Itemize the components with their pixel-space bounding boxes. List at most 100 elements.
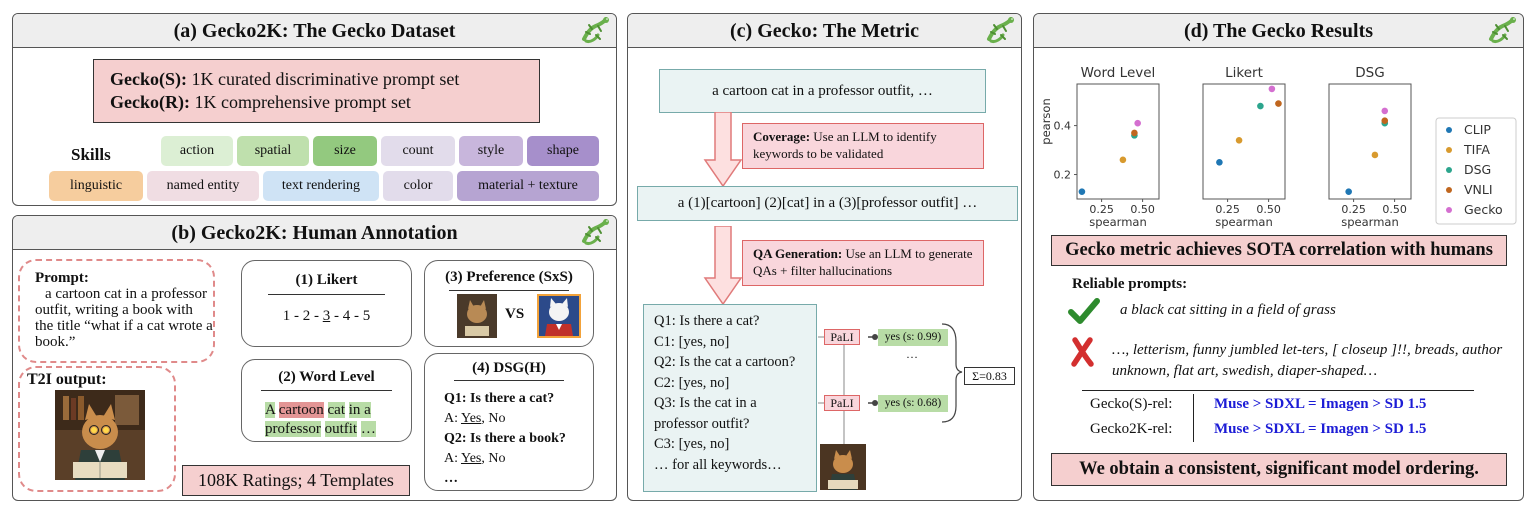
likert-title: (1) Likert: [295, 272, 358, 288]
score-1: yes (s: 0.99): [878, 329, 948, 346]
preference-image-right: [537, 294, 581, 338]
legend-marker-dsg: [1446, 167, 1452, 173]
subplot-frame: [1076, 83, 1160, 200]
x-tick-label: 0.50: [1256, 203, 1281, 216]
gecko-icon: [582, 17, 610, 44]
qa-more: … for all keywords…: [654, 456, 782, 473]
dsg-a2-yes: Yes: [460, 451, 482, 466]
x-axis-label: spearman: [1089, 215, 1146, 229]
dsg-a2: A: Yes, No: [444, 449, 566, 469]
panel-b: (b) Gecko2K: Human Annotation Prompt: a …: [12, 215, 617, 501]
gecko-s-label: Gecko(S):: [110, 69, 187, 89]
panel-a-title: (a) Gecko2K: The Gecko Dataset: [13, 14, 616, 48]
y-tick-label: 0.4: [1054, 120, 1072, 133]
keywords-box: a (1)[cartoon] (2)[cat] in a (3)[profess…: [637, 186, 1018, 221]
down-arrow-2: [703, 226, 743, 306]
subplot-title: DSG: [1355, 65, 1384, 81]
panel-c-title: (c) Gecko: The Metric: [628, 14, 1021, 48]
data-point-dsg: [1257, 102, 1264, 110]
dsg-divider: [454, 380, 564, 381]
likert-card: [241, 260, 412, 347]
word-token: cartoon: [278, 402, 324, 418]
ratings-box: 108K Ratings; 4 Templates: [182, 465, 410, 496]
dsg-content: Q1: Is there a cat? A: Yes, No Q2: Is th…: [444, 389, 566, 489]
x-tick-label: 0.25: [1341, 203, 1366, 216]
results-top-rule: [1082, 390, 1474, 391]
data-point-tifa: [1235, 136, 1243, 144]
subplot-title: Word Level: [1081, 65, 1156, 81]
cat-thumbnail: [820, 444, 866, 490]
preference-divider: [449, 290, 569, 291]
legend-marker-clip: [1446, 127, 1452, 133]
word-token: professor: [265, 421, 321, 437]
skill-chip: material + texture: [457, 171, 599, 201]
preference-title: (3) Preference (SxS): [445, 269, 573, 285]
gecko-s-text: 1K curated discriminative prompt set: [186, 69, 460, 89]
skill-chip: style: [459, 136, 523, 166]
bad-prompt: …, letterism, funny jumbled let-ters, [ …: [1112, 342, 1503, 379]
qa-c1: C1: [yes, no]: [654, 333, 730, 350]
data-point-clip: [1078, 188, 1086, 195]
skill-chip: count: [381, 136, 455, 166]
qa-generation-box: QA Generation: Use an LLM to generate QA…: [742, 240, 984, 286]
legend-label-tifa: TIFA: [1463, 142, 1490, 157]
dsg-more: …: [444, 471, 458, 486]
data-point-gecko: [1381, 107, 1389, 115]
data-point-vnli: [1275, 100, 1282, 107]
coverage-box: Coverage: Use an LLM to identify keyword…: [742, 123, 984, 169]
cat-professor-image: [55, 390, 145, 480]
prompt-label: Prompt:: [35, 270, 89, 286]
likert-selected: 3: [322, 308, 331, 324]
qa-q2: Q2: Is the cat a cartoon?: [654, 354, 796, 370]
qa-list-box: Q1: Is there a cat? C1: [yes, no] Q2: Is…: [643, 304, 817, 492]
reliable-label: Reliable prompts:: [1072, 276, 1188, 292]
coverage-label: Coverage:: [753, 129, 811, 144]
dataset-box: Gecko(S): 1K curated discriminative prom…: [93, 59, 540, 123]
dsg-a1-no: , No: [481, 411, 506, 426]
t2i-label: T2I output:: [27, 371, 107, 388]
dsg-title: (4) DSG(H): [472, 360, 546, 376]
data-point-vnli: [1381, 117, 1389, 125]
legend-label-clip: CLIP: [1464, 122, 1491, 137]
subplot-title: Likert: [1225, 65, 1263, 81]
data-point-clip: [1345, 188, 1352, 195]
dsg-q1: Q1: Is there a cat?: [444, 391, 555, 406]
skill-chip: shape: [527, 136, 599, 166]
qa-q1: Q1: Is there a cat?: [654, 313, 760, 329]
legend-marker-vnli: [1446, 187, 1452, 193]
checkmark-icon: [1068, 298, 1100, 324]
word-token: outfit: [324, 421, 358, 437]
data-point-gecko: [1134, 119, 1141, 127]
word-token: in a: [348, 402, 371, 418]
dsg-a2-no: , No: [481, 451, 506, 466]
pali-label-2: PaLI: [824, 395, 860, 411]
preference-vs: VS: [505, 306, 525, 322]
x-tick-label: 0.25: [1215, 203, 1240, 216]
skill-chip: spatial: [237, 136, 309, 166]
coverage-text: Use an LLM to identify keywords to be va…: [753, 129, 937, 161]
score-ellipsis: …: [906, 347, 918, 361]
row-value-s: Muse > SDXL = Imagen > SD 1.5: [1214, 396, 1427, 412]
good-prompt: a black cat sitting in a field of grass: [1120, 302, 1336, 318]
dsg-a1: A: Yes, No: [444, 409, 566, 429]
skill-chip: size: [313, 136, 377, 166]
likert-scale-end: - 4 - 5: [330, 308, 371, 324]
skills-label: Skills: [71, 145, 111, 164]
skill-chip: text rendering: [263, 171, 379, 201]
data-point-vnli: [1131, 129, 1138, 137]
row-label-s: Gecko(S)-rel:: [1090, 396, 1173, 412]
down-arrow-1: [703, 112, 743, 188]
score-2: yes (s: 0.68): [878, 395, 948, 412]
word-level-divider: [261, 390, 392, 391]
prompt-text: a cartoon cat in a professor outfit, wri…: [35, 286, 213, 350]
gecko-icon: [1489, 17, 1517, 44]
qa-generation-label: QA Generation:: [753, 246, 843, 261]
subplot-frame: [1202, 83, 1286, 200]
dsg-card: [424, 353, 594, 491]
gecko-icon: [987, 17, 1015, 44]
sum-box: Σ=0.83: [964, 367, 1015, 385]
conclusion-box: We obtain a consistent, significant mode…: [1051, 453, 1507, 486]
gecko-r-text: 1K comprehensive prompt set: [189, 92, 411, 112]
